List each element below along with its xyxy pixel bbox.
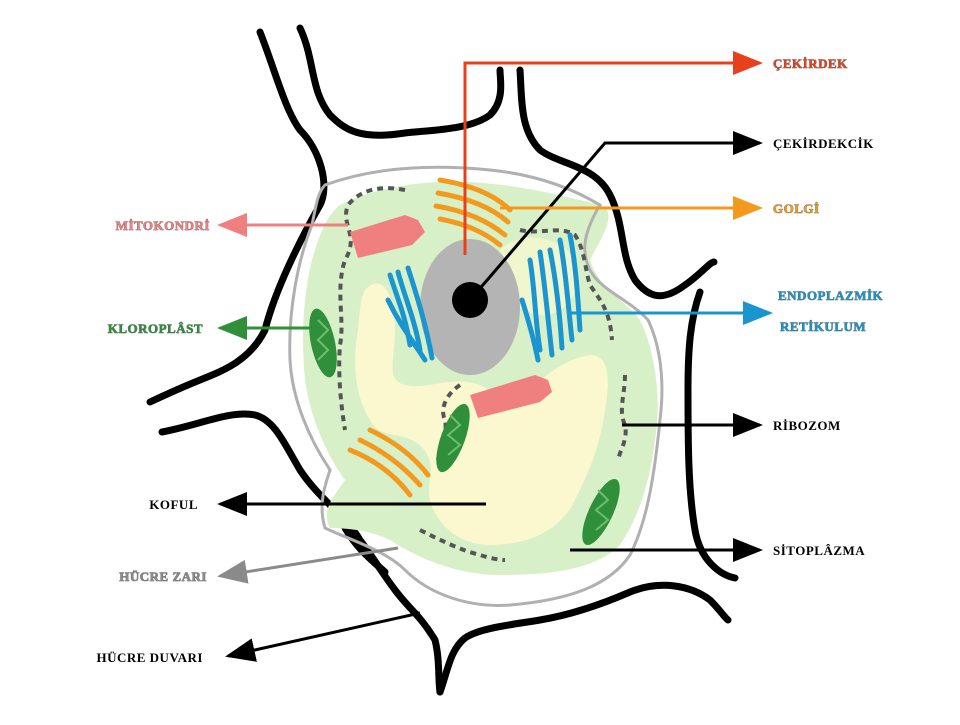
label-er-line1: ENDOPLAZMİK	[778, 288, 884, 303]
label-ribozom: RİBOZOM	[773, 418, 841, 433]
label-hucre-duvari: HÜCRE DUVARI	[96, 650, 203, 665]
label-mitokondri: MİTOKONDRİ	[116, 218, 210, 233]
leader-hucre-duvari	[225, 611, 421, 662]
label-golgi: GOLGİ	[773, 201, 820, 216]
leader-cekirdekcik	[468, 131, 763, 301]
label-koful: KOFUL	[149, 497, 198, 512]
mitochondrion-2	[470, 375, 552, 418]
label-hucre-zari: HÜCRE ZARI	[119, 569, 207, 584]
leader-lines	[217, 51, 773, 662]
endoplasmic-reticulum	[385, 232, 583, 363]
label-kloroplast: KLOROPLÂST	[108, 321, 203, 336]
mitochondrion-1	[350, 215, 425, 258]
leader-hucre-zari	[217, 546, 399, 584]
golgi-top	[433, 177, 513, 248]
golgi-bottom	[347, 427, 431, 498]
label-cekirdekcik: ÇEKİRDEKCİK	[773, 136, 874, 151]
label-cekirdek: ÇEKİRDEK	[773, 56, 848, 71]
plasma-membrane	[288, 165, 664, 607]
cell-wall	[146, 24, 739, 696]
label-sitoplazma: SİTOPLÂZMA	[773, 543, 865, 558]
leader-cekirdek	[463, 51, 763, 255]
labels: ÇEKİRDEK ÇEKİRDEKCİK GOLGİ ENDOPLAZMİK R…	[96, 56, 883, 665]
chloroplasts	[309, 308, 620, 546]
label-er-line2: RETİKULUM	[780, 319, 866, 334]
